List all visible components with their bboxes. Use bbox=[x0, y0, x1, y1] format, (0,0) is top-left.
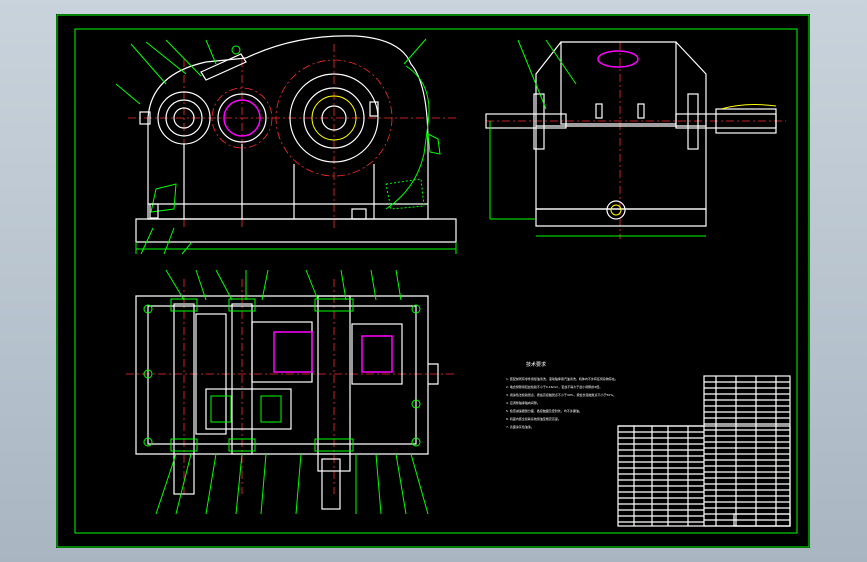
note-line: 6. 机座内装全损耗系统用油至规定高度。 bbox=[506, 416, 561, 421]
note-line: 7. 表面涂灰色油漆。 bbox=[506, 424, 534, 429]
note-line: 3. 用涂色法检验斑点，按齿高接触斑点不小于40%，按齿长接触斑点不小于50%。 bbox=[506, 392, 616, 397]
note-line: 2. 啮合侧隙用铅丝检验不小于0.16mm，铅丝不得大于最小侧隙的4倍。 bbox=[506, 384, 602, 389]
technical-notes: 技术要求 1. 装配前所有零件用煤油清洗，滚动轴承用汽油清洗，机体内不许有任何杂… bbox=[506, 361, 618, 429]
plan-view bbox=[126, 269, 456, 515]
drawing-sheet: 技术要求 1. 装配前所有零件用煤油清洗，滚动轴承用汽油清洗，机体内不许有任何杂… bbox=[56, 14, 810, 548]
title-block bbox=[617, 425, 791, 527]
outer-frame bbox=[56, 14, 810, 548]
note-line: 5. 检查减速器剖分面、各接触面及密封处，均不许漏油。 bbox=[506, 408, 582, 413]
note-line: 1. 装配前所有零件用煤油清洗，滚动轴承用汽油清洗，机体内不许有任何杂物存在。 bbox=[506, 376, 618, 381]
notes-title: 技术要求 bbox=[526, 361, 546, 368]
assembly-drawing: 技术要求 1. 装配前所有零件用煤油清洗，滚动轴承用汽油清洗，机体内不许有任何杂… bbox=[56, 14, 810, 548]
side-view bbox=[485, 39, 786, 239]
note-line: 4. 应调整轴承轴向间隙。 bbox=[506, 400, 540, 405]
inner-frame bbox=[74, 28, 798, 534]
parts-list bbox=[703, 375, 791, 527]
front-view bbox=[115, 35, 457, 255]
